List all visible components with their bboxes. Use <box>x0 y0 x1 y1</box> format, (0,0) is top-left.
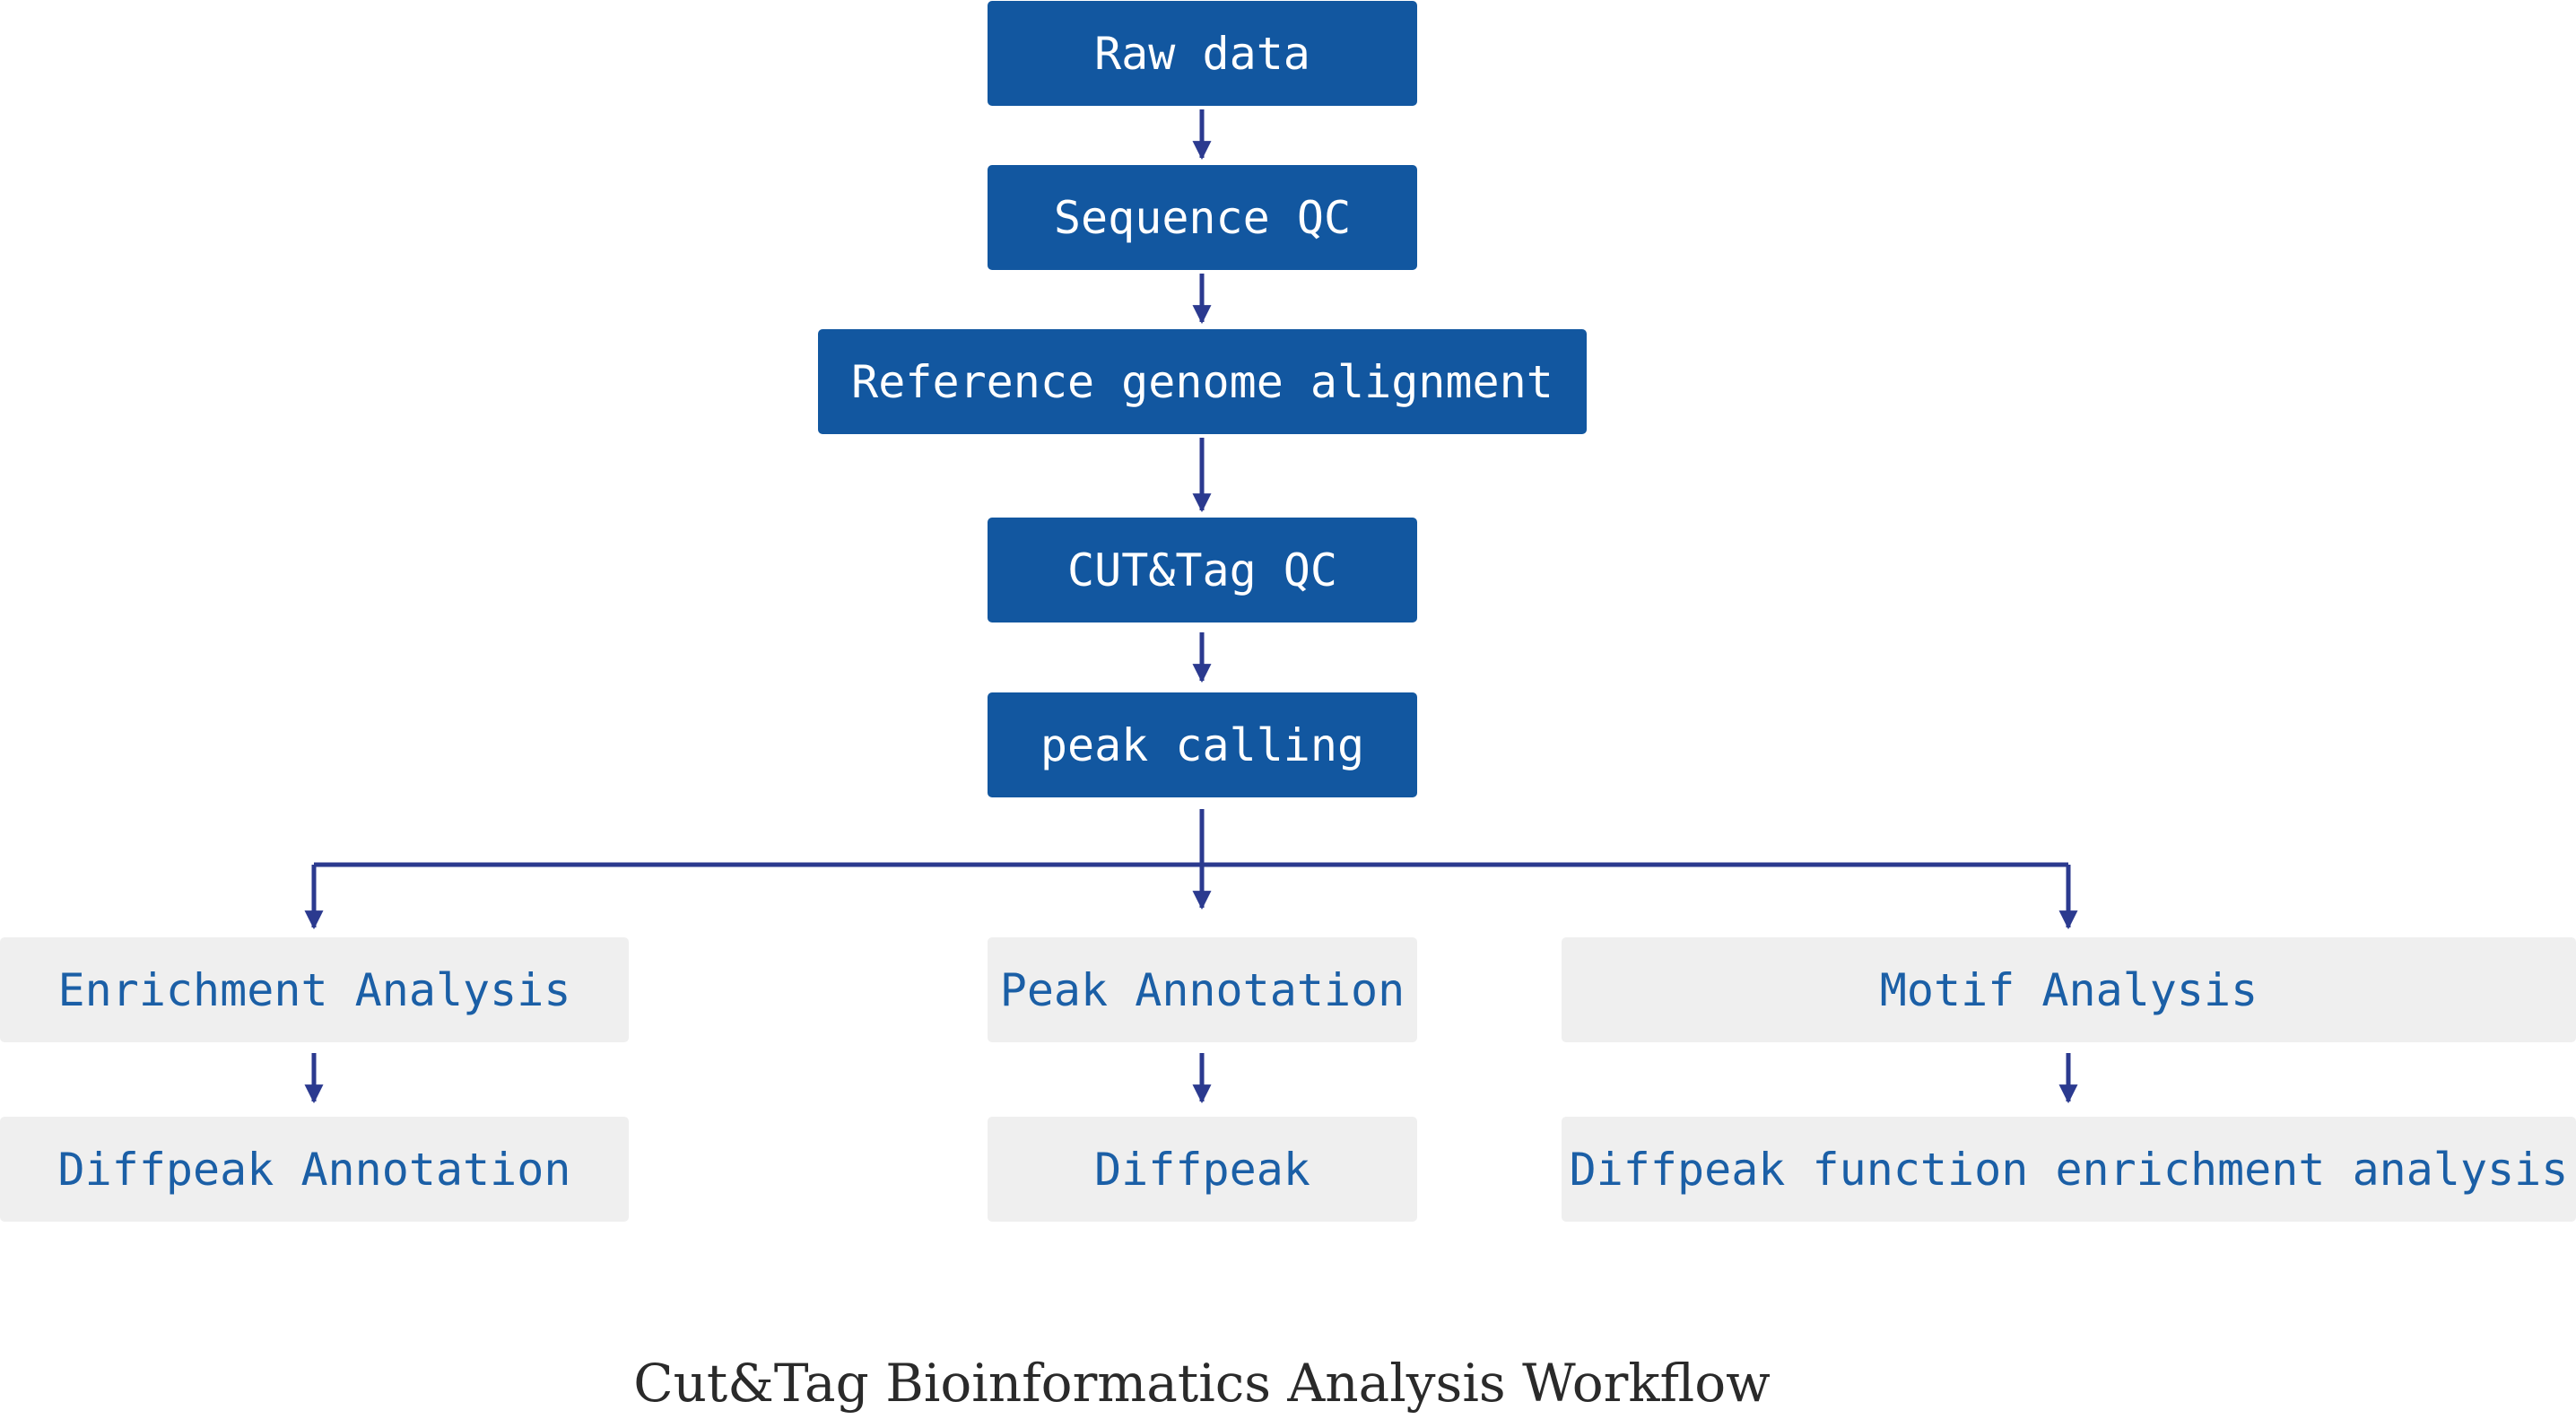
step-diffpeak-label: Diffpeak <box>1094 1143 1310 1196</box>
step-diffpeak-function-enrichment: Diffpeak function enrichment analysis <box>1562 1117 2576 1222</box>
step-raw-data-label: Raw data <box>1094 27 1310 80</box>
step-peak-annotation: Peak Annotation <box>988 937 1417 1042</box>
step-sequence-qc: Sequence QC <box>988 165 1417 270</box>
step-peak-calling: peak calling <box>988 692 1417 797</box>
step-raw-data: Raw data <box>988 1 1417 106</box>
step-cuttag-qc: CUT&Tag QC <box>988 518 1417 622</box>
step-enrichment-analysis: Enrichment Analysis <box>0 937 629 1042</box>
step-enrichment-analysis-label: Enrichment Analysis <box>57 963 571 1016</box>
step-cuttag-qc-label: CUT&Tag QC <box>1066 544 1338 596</box>
step-reference-genome-alignment: Reference genome alignment <box>818 329 1587 434</box>
step-diffpeak-annotation-label: Diffpeak Annotation <box>57 1143 571 1196</box>
step-peak-calling-label: peak calling <box>1040 718 1365 771</box>
step-peak-annotation-label: Peak Annotation <box>999 963 1405 1016</box>
step-motif-analysis-label: Motif Analysis <box>1879 963 2258 1016</box>
step-motif-analysis: Motif Analysis <box>1562 937 2576 1042</box>
step-reference-genome-alignment-label: Reference genome alignment <box>851 355 1553 408</box>
diagram-caption: Cut&Tag Bioinformatics Analysis Workflow <box>633 1353 1771 1414</box>
step-diffpeak: Diffpeak <box>988 1117 1417 1222</box>
step-diffpeak-function-enrichment-label: Diffpeak function enrichment analysis <box>1569 1143 2569 1196</box>
step-sequence-qc-label: Sequence QC <box>1053 191 1352 244</box>
step-diffpeak-annotation: Diffpeak Annotation <box>0 1117 629 1222</box>
